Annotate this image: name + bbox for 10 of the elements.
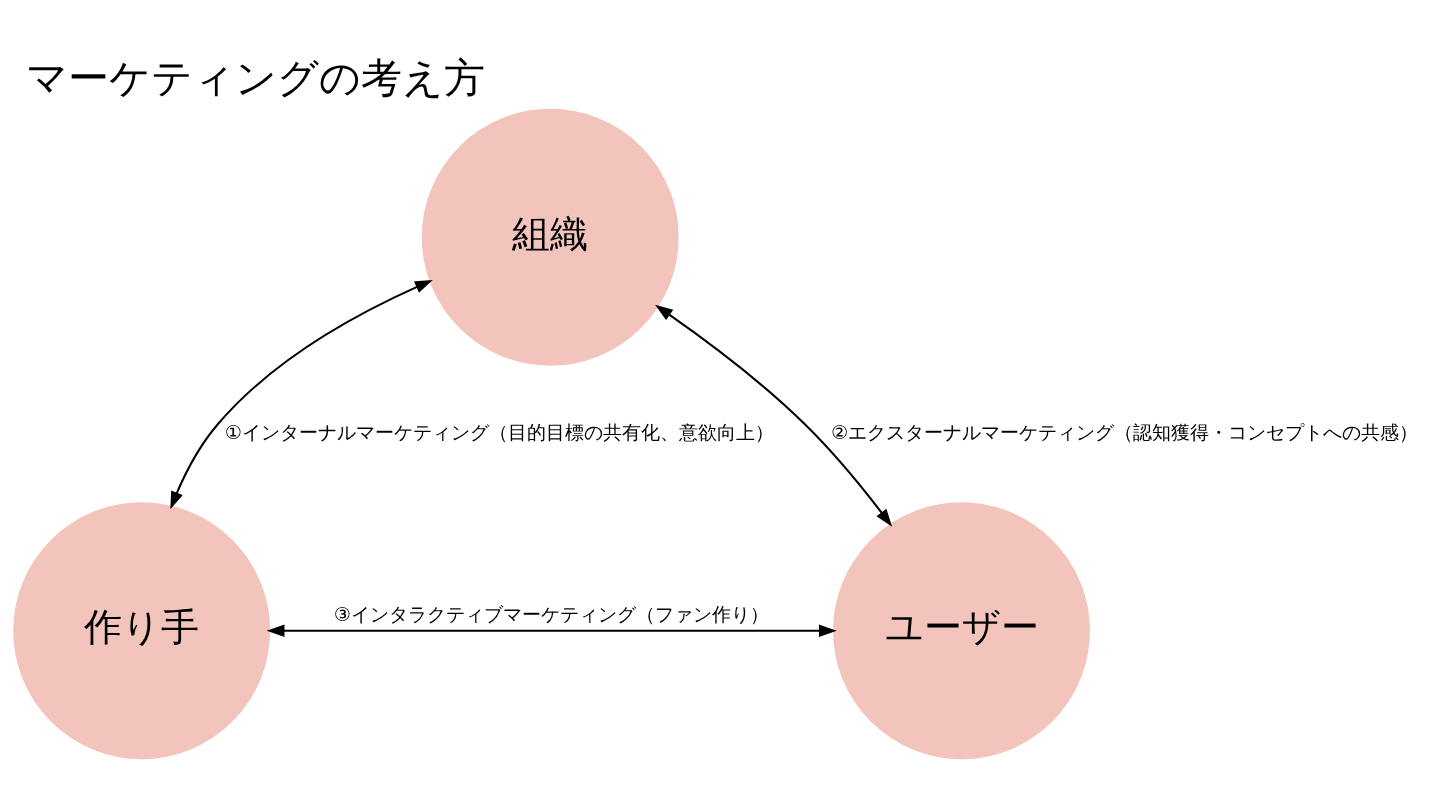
node-circle: ユーザー xyxy=(833,502,1090,760)
edge-label: ③インタラクティブマーケティング（ファン作り） xyxy=(334,603,770,627)
arrow xyxy=(266,624,837,637)
node-circle: 作り手 xyxy=(13,502,271,760)
edge-label: ①インターナルマーケティング（目的目標の共有化、意欲向上） xyxy=(225,421,775,445)
edge-label: ②エクスターナルマーケティング（認知獲得・コンセプトへの共感） xyxy=(831,421,1419,445)
node-circle: 組織 xyxy=(421,108,679,366)
diagram-title: マーケティングの考え方 xyxy=(25,53,485,102)
arrow xyxy=(655,304,893,527)
arrow xyxy=(170,279,433,510)
